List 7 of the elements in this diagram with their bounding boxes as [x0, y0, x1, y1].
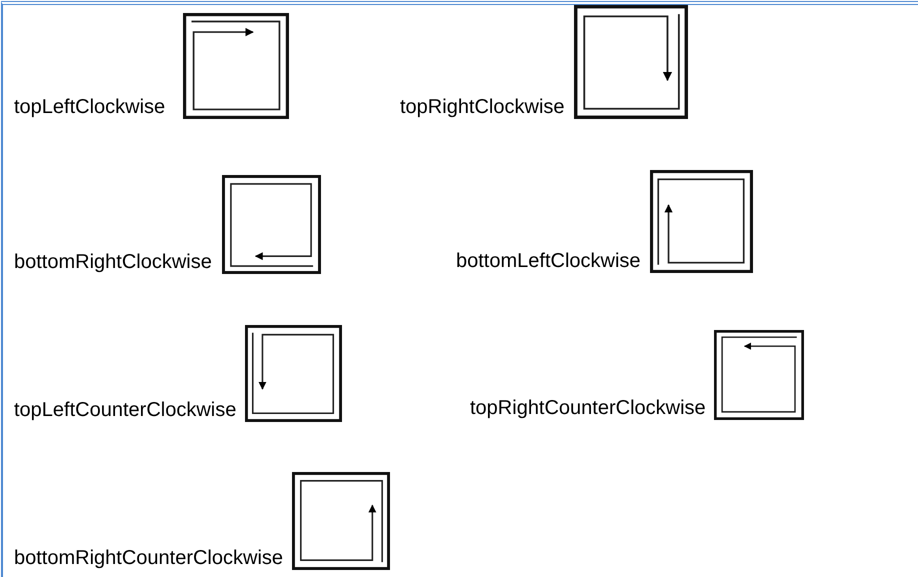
direction-label: bottomRightCounterClockwise — [14, 547, 284, 569]
direction-label: topLeftCounterClockwise — [14, 399, 236, 421]
direction-label: bottomLeftClockwise — [456, 250, 641, 272]
direction-label: topRightClockwise — [400, 96, 565, 118]
direction-label: topLeftClockwise — [14, 96, 166, 118]
direction-label: bottomRightClockwise — [14, 251, 212, 273]
direction-label: topRightCounterClockwise — [470, 397, 706, 419]
